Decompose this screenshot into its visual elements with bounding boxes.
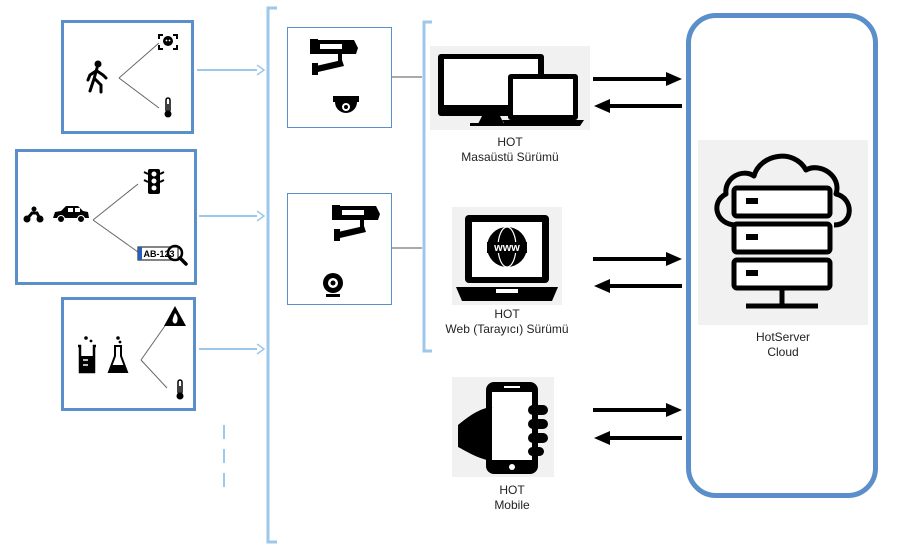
- license-plate-text: AB-123: [143, 249, 174, 259]
- client-bracket: [422, 20, 432, 353]
- car-icon: [53, 206, 89, 223]
- desktop-client-subtitle: Masaüstü Sürümü: [461, 150, 559, 164]
- bullet-camera-icon: [332, 205, 380, 241]
- bullet-camera-icon: [310, 39, 358, 75]
- desktop-client-name: HOT: [497, 135, 523, 149]
- mobile-client-name: HOT: [499, 483, 525, 497]
- desktop-monitor-laptop-icon: [438, 54, 584, 126]
- motorcycle-icon: [23, 206, 44, 223]
- thermometer-icon: [176, 379, 184, 400]
- camera-group-2: [287, 193, 392, 305]
- camera-group-1: [287, 27, 392, 128]
- scenario-pedestrian-graphic: [86, 34, 178, 118]
- web-client-subtitle: Web (Tarayıcı) Sürümü: [445, 322, 569, 336]
- scenario-bracket: [266, 6, 277, 544]
- branch-lines: [118, 42, 160, 109]
- webcam-icon: [323, 273, 343, 297]
- server-name: HotServer: [755, 330, 811, 344]
- web-client-tile: www: [452, 207, 562, 305]
- server-icon-tile: [698, 140, 868, 325]
- face-recognition-icon: [158, 34, 178, 50]
- scenario-box-chemical: [61, 297, 196, 411]
- scenario-box-pedestrian: [61, 20, 194, 134]
- web-client-label: HOT Web (Tarayıcı) Sürümü: [412, 307, 602, 337]
- cloud-server-icon: [714, 153, 852, 309]
- magnifier-icon: [166, 244, 188, 266]
- sync-arrows: [593, 72, 682, 445]
- scenario-vehicles-graphic: AB-123: [23, 169, 188, 266]
- branch-lines: [140, 322, 168, 389]
- mobile-client-tile: [452, 377, 554, 477]
- www-text: www: [493, 242, 520, 254]
- server-label: HotServer Cloud: [718, 330, 848, 360]
- scenario-connectors: [197, 64, 266, 355]
- thermometer-icon: [164, 97, 172, 118]
- branch-lines: [92, 183, 139, 253]
- web-client-name: HOT: [494, 307, 520, 321]
- flask-icon: [107, 336, 129, 373]
- mobile-phone-hand-icon: [458, 382, 548, 474]
- walking-person-icon: [86, 60, 108, 94]
- web-laptop-icon: www: [456, 215, 558, 301]
- desktop-client-tile: [430, 46, 590, 130]
- scenario-chemical-graphic: [78, 306, 186, 400]
- mobile-client-label: HOT Mobile: [452, 483, 572, 513]
- mobile-client-subtitle: Mobile: [494, 498, 530, 512]
- dome-camera-icon: [333, 96, 359, 113]
- beaker-icon: [78, 336, 96, 374]
- traffic-light-icon: [143, 169, 165, 194]
- server-subtitle: Cloud: [767, 345, 799, 359]
- scenario-box-vehicles: AB-123: [15, 149, 197, 285]
- desktop-client-label: HOT Masaüstü Sürümü: [430, 135, 590, 165]
- fire-warning-icon: [164, 306, 186, 326]
